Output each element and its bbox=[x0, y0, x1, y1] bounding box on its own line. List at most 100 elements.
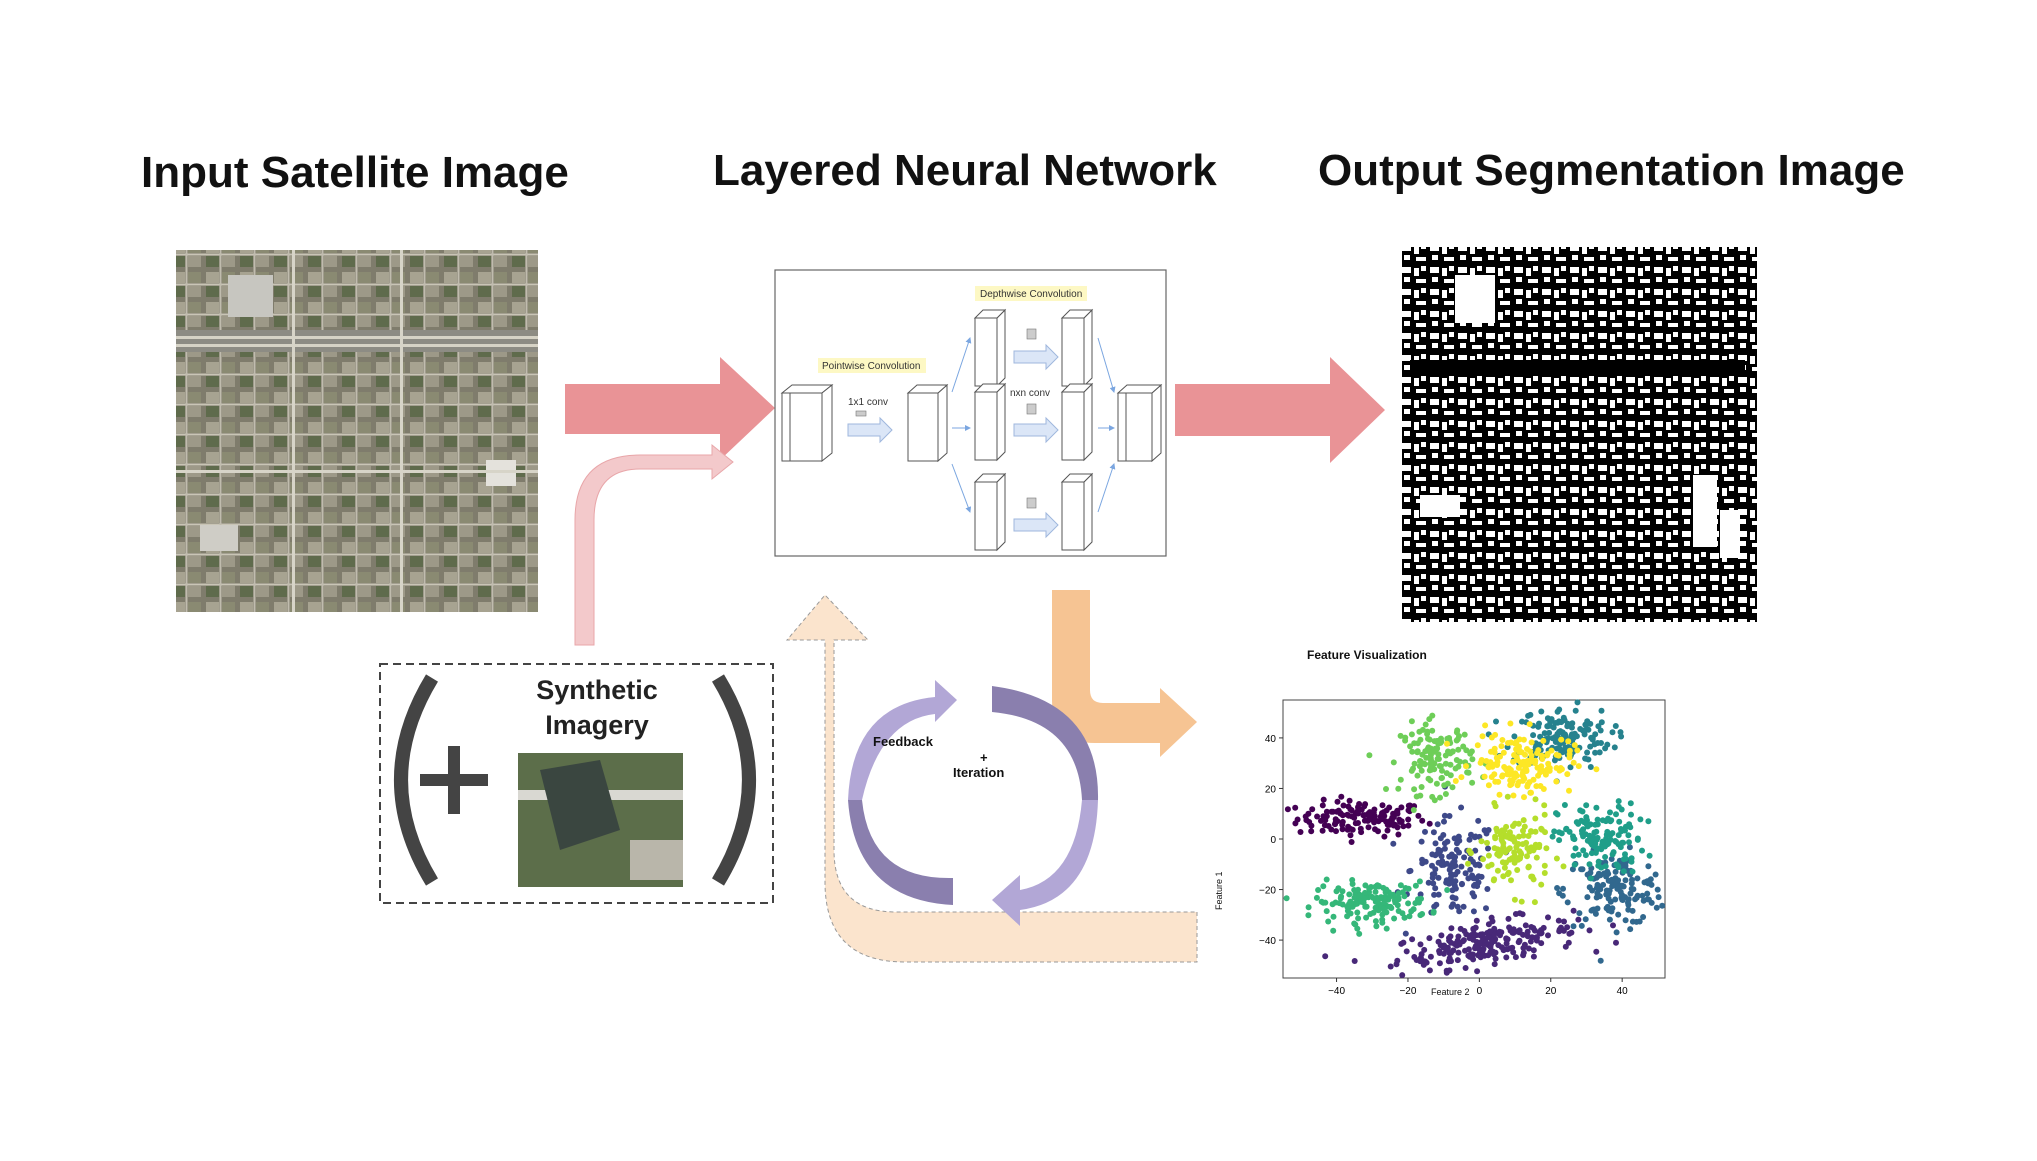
scatter-point bbox=[1532, 796, 1539, 803]
scatter-point bbox=[1584, 823, 1591, 830]
scatter-point bbox=[1570, 907, 1577, 914]
scatter-point bbox=[1446, 967, 1453, 974]
scatter-point bbox=[1372, 904, 1379, 911]
scatter-point bbox=[1416, 763, 1423, 770]
scatter-point bbox=[1580, 847, 1587, 854]
scatter-point bbox=[1430, 909, 1437, 916]
scatter-point bbox=[1378, 894, 1384, 901]
scatter-point bbox=[1402, 885, 1409, 891]
scatter-point bbox=[1494, 867, 1501, 874]
scatter-point bbox=[1546, 729, 1553, 736]
y-tick-label: 40 bbox=[1265, 734, 1277, 745]
scatter-point bbox=[1414, 772, 1421, 779]
scatter-point bbox=[1432, 852, 1439, 859]
scatter-point bbox=[1492, 778, 1499, 785]
scatter-point bbox=[1387, 903, 1394, 910]
scatter-point bbox=[1622, 877, 1629, 884]
scatter-point bbox=[1397, 776, 1404, 783]
scatter-point bbox=[1587, 875, 1594, 882]
scatter-point bbox=[1402, 930, 1409, 937]
x-tick-label: 20 bbox=[1545, 986, 1557, 997]
input-title: Input Satellite Image bbox=[141, 148, 569, 197]
scatter-point bbox=[1659, 902, 1666, 909]
scatter-point bbox=[1504, 936, 1511, 943]
scatter-point bbox=[1615, 911, 1622, 918]
scatter-point bbox=[1525, 781, 1531, 788]
output-title: Output Segmentation Image bbox=[1318, 146, 1905, 195]
scatter-point bbox=[1499, 773, 1506, 780]
network-to-output-arrow bbox=[1175, 357, 1385, 463]
scatter-point bbox=[1597, 886, 1604, 893]
scatter-point bbox=[1607, 898, 1614, 905]
scatter-point bbox=[1336, 900, 1343, 907]
scatter-point bbox=[1556, 829, 1563, 836]
scatter-point bbox=[1453, 729, 1460, 736]
scatter-point bbox=[1654, 886, 1661, 893]
input-to-network-arrow bbox=[565, 357, 775, 460]
scatter-point bbox=[1585, 726, 1592, 733]
scatter-point bbox=[1619, 897, 1626, 903]
scatter-point bbox=[1384, 827, 1391, 834]
x-tick-label: −40 bbox=[1328, 986, 1345, 997]
scatter-point bbox=[1602, 745, 1609, 752]
scatter-point bbox=[1379, 911, 1386, 918]
y-tick-label: 20 bbox=[1265, 784, 1277, 795]
scatter-point bbox=[1424, 731, 1431, 737]
scatter-point bbox=[1460, 937, 1467, 944]
scatter-point bbox=[1489, 763, 1496, 770]
scatter-point bbox=[1592, 840, 1599, 847]
scatter-point bbox=[1485, 934, 1492, 941]
scatter-point bbox=[1583, 802, 1590, 809]
scatter-point bbox=[1489, 918, 1496, 925]
scatter-point bbox=[1367, 816, 1374, 823]
scatter-point bbox=[1504, 871, 1511, 878]
scatter-point bbox=[1503, 823, 1510, 830]
scatter-point bbox=[1434, 821, 1441, 828]
feedback-label: Feedback bbox=[873, 734, 934, 749]
scatter-point bbox=[1394, 902, 1401, 909]
scatter-point bbox=[1355, 886, 1361, 893]
scatter-point bbox=[1349, 826, 1356, 833]
scatter-point bbox=[1333, 828, 1339, 835]
depthwise-label: Depthwise Convolution bbox=[980, 289, 1082, 300]
loop-arrow-top-left bbox=[848, 680, 957, 800]
network-title: Layered Neural Network bbox=[713, 146, 1217, 195]
x-tick-label: 0 bbox=[1477, 986, 1483, 997]
scatter-point bbox=[1381, 833, 1388, 840]
scatter-point bbox=[1436, 960, 1443, 967]
scatter-point bbox=[1602, 854, 1609, 860]
scatter-point bbox=[1332, 819, 1339, 826]
scatter-point bbox=[1391, 897, 1398, 904]
synthetic-line2: Imagery bbox=[545, 710, 649, 740]
scatter-point bbox=[1518, 851, 1525, 858]
scatter-point bbox=[1622, 917, 1629, 924]
scatter-point bbox=[1523, 839, 1530, 846]
iteration-label: Iteration bbox=[953, 765, 1004, 780]
scatter-point bbox=[1469, 779, 1476, 786]
scatter-point bbox=[1409, 748, 1416, 755]
scatter-point bbox=[1514, 855, 1520, 862]
scatter-point bbox=[1609, 830, 1616, 837]
scatter-point bbox=[1338, 793, 1345, 800]
scatter-point bbox=[1460, 743, 1467, 750]
scatter-point bbox=[1520, 827, 1526, 834]
scatter-point bbox=[1452, 778, 1459, 784]
scatter-point bbox=[1426, 935, 1433, 942]
scatter-point bbox=[1629, 918, 1636, 925]
scatter-point bbox=[1390, 840, 1397, 847]
scatter-point bbox=[1456, 849, 1462, 856]
scatter-point bbox=[1574, 747, 1581, 754]
scatter-point bbox=[1564, 723, 1571, 730]
scatter-point bbox=[1522, 922, 1529, 929]
scatter-point bbox=[1458, 863, 1465, 870]
scatter-point bbox=[1616, 818, 1623, 825]
scatter-point bbox=[1553, 810, 1559, 817]
scatter-point bbox=[1487, 759, 1494, 766]
scatter-point bbox=[1419, 817, 1426, 824]
scatter-point bbox=[1383, 925, 1390, 932]
scatter-point bbox=[1456, 908, 1463, 915]
scatter-point bbox=[1325, 918, 1332, 925]
scatter-point bbox=[1553, 855, 1560, 862]
scatter-point bbox=[1568, 733, 1575, 740]
scatter-point bbox=[1560, 714, 1567, 721]
